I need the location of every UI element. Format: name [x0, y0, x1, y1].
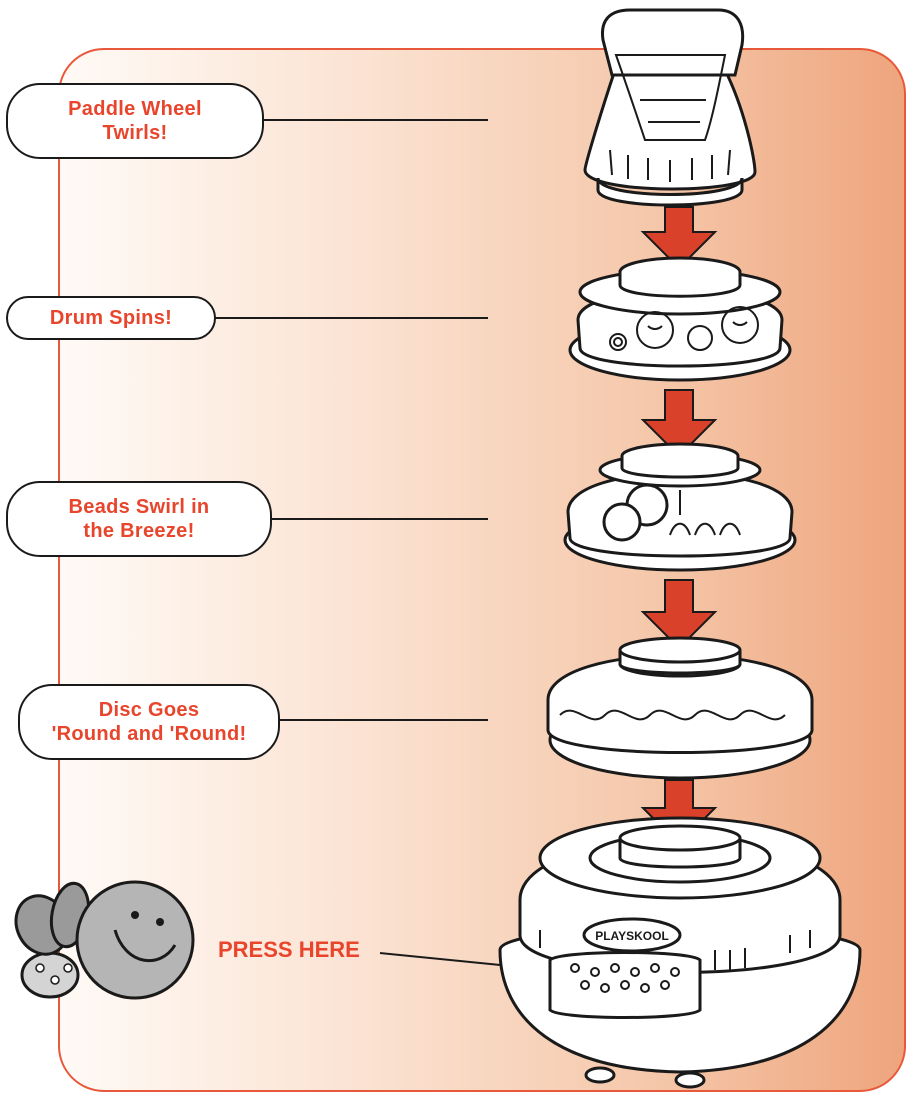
beads-part [565, 444, 795, 570]
base-part: PLAYSKOOL [500, 818, 860, 1087]
paddle-wheel-part [585, 10, 755, 205]
playskool-logo-text: PLAYSKOOL [595, 929, 669, 943]
disc-part [548, 638, 812, 778]
ladybug-character [7, 880, 193, 998]
drum-part [570, 258, 790, 380]
